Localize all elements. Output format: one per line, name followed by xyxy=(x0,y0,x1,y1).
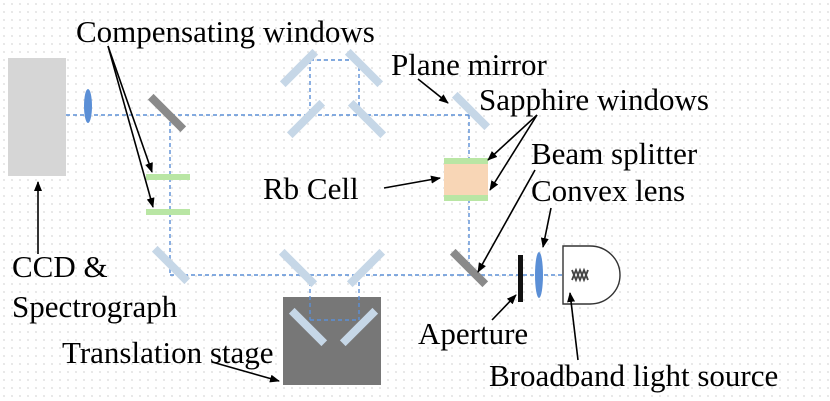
convex-lens xyxy=(535,252,543,298)
rb-cell xyxy=(444,164,488,195)
aperture xyxy=(518,255,523,302)
broadband-light-source xyxy=(562,245,621,305)
label-plane-mirror: Plane mirror xyxy=(391,47,547,82)
plane-mirror xyxy=(451,91,491,131)
beam-splitter-right xyxy=(449,248,489,288)
label-spectrograph: Spectrograph xyxy=(12,289,178,324)
filament xyxy=(571,267,589,283)
label-convex-lens: Convex lens xyxy=(531,173,685,208)
ccd-spectrograph xyxy=(8,58,66,176)
compensating-window-lower xyxy=(146,209,190,215)
ccd-lens xyxy=(84,89,92,123)
label-beam-splitter: Beam splitter xyxy=(531,136,698,171)
translation-stage xyxy=(283,297,381,385)
beam-splitter-left xyxy=(147,93,187,133)
beam-paths xyxy=(66,59,580,321)
label-rb-cell: Rb Cell xyxy=(263,171,359,206)
sapphire-window-top xyxy=(444,158,488,164)
left-lower-splitter xyxy=(151,245,191,285)
label-sapphire-windows: Sapphire windows xyxy=(479,82,709,117)
annotation-arrows xyxy=(34,45,579,383)
label-compensating-windows: Compensating windows xyxy=(76,14,375,49)
label-aperture: Aperture xyxy=(418,316,528,351)
label-broadband-light-source: Broadband light source xyxy=(489,358,778,393)
label-translation-stage: Translation stage xyxy=(62,335,274,370)
bottom-delay-optics xyxy=(278,248,386,347)
top-delay-optics xyxy=(279,48,387,139)
compensating-window-upper xyxy=(146,174,190,180)
sapphire-window-bottom xyxy=(444,195,488,201)
label-ccd: CCD & xyxy=(12,249,108,284)
